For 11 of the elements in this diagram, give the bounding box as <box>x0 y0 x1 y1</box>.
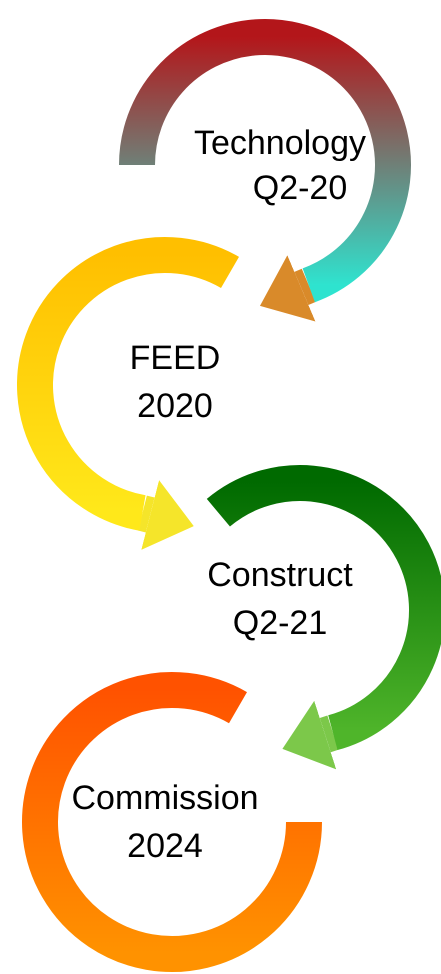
arrow <box>138 480 194 550</box>
stage-date: 2024 <box>127 828 203 866</box>
stage-name: FEED <box>130 340 220 378</box>
stage-name: Commission <box>71 780 259 818</box>
stage-name: Construct <box>207 557 353 594</box>
arrow <box>282 700 338 770</box>
stage-date: Q2-20 <box>252 170 348 208</box>
stage-name: Technology <box>194 125 366 162</box>
arrow <box>260 255 316 322</box>
stage-date: 2020 <box>137 388 213 426</box>
stage-date: Q2-21 <box>232 605 328 642</box>
